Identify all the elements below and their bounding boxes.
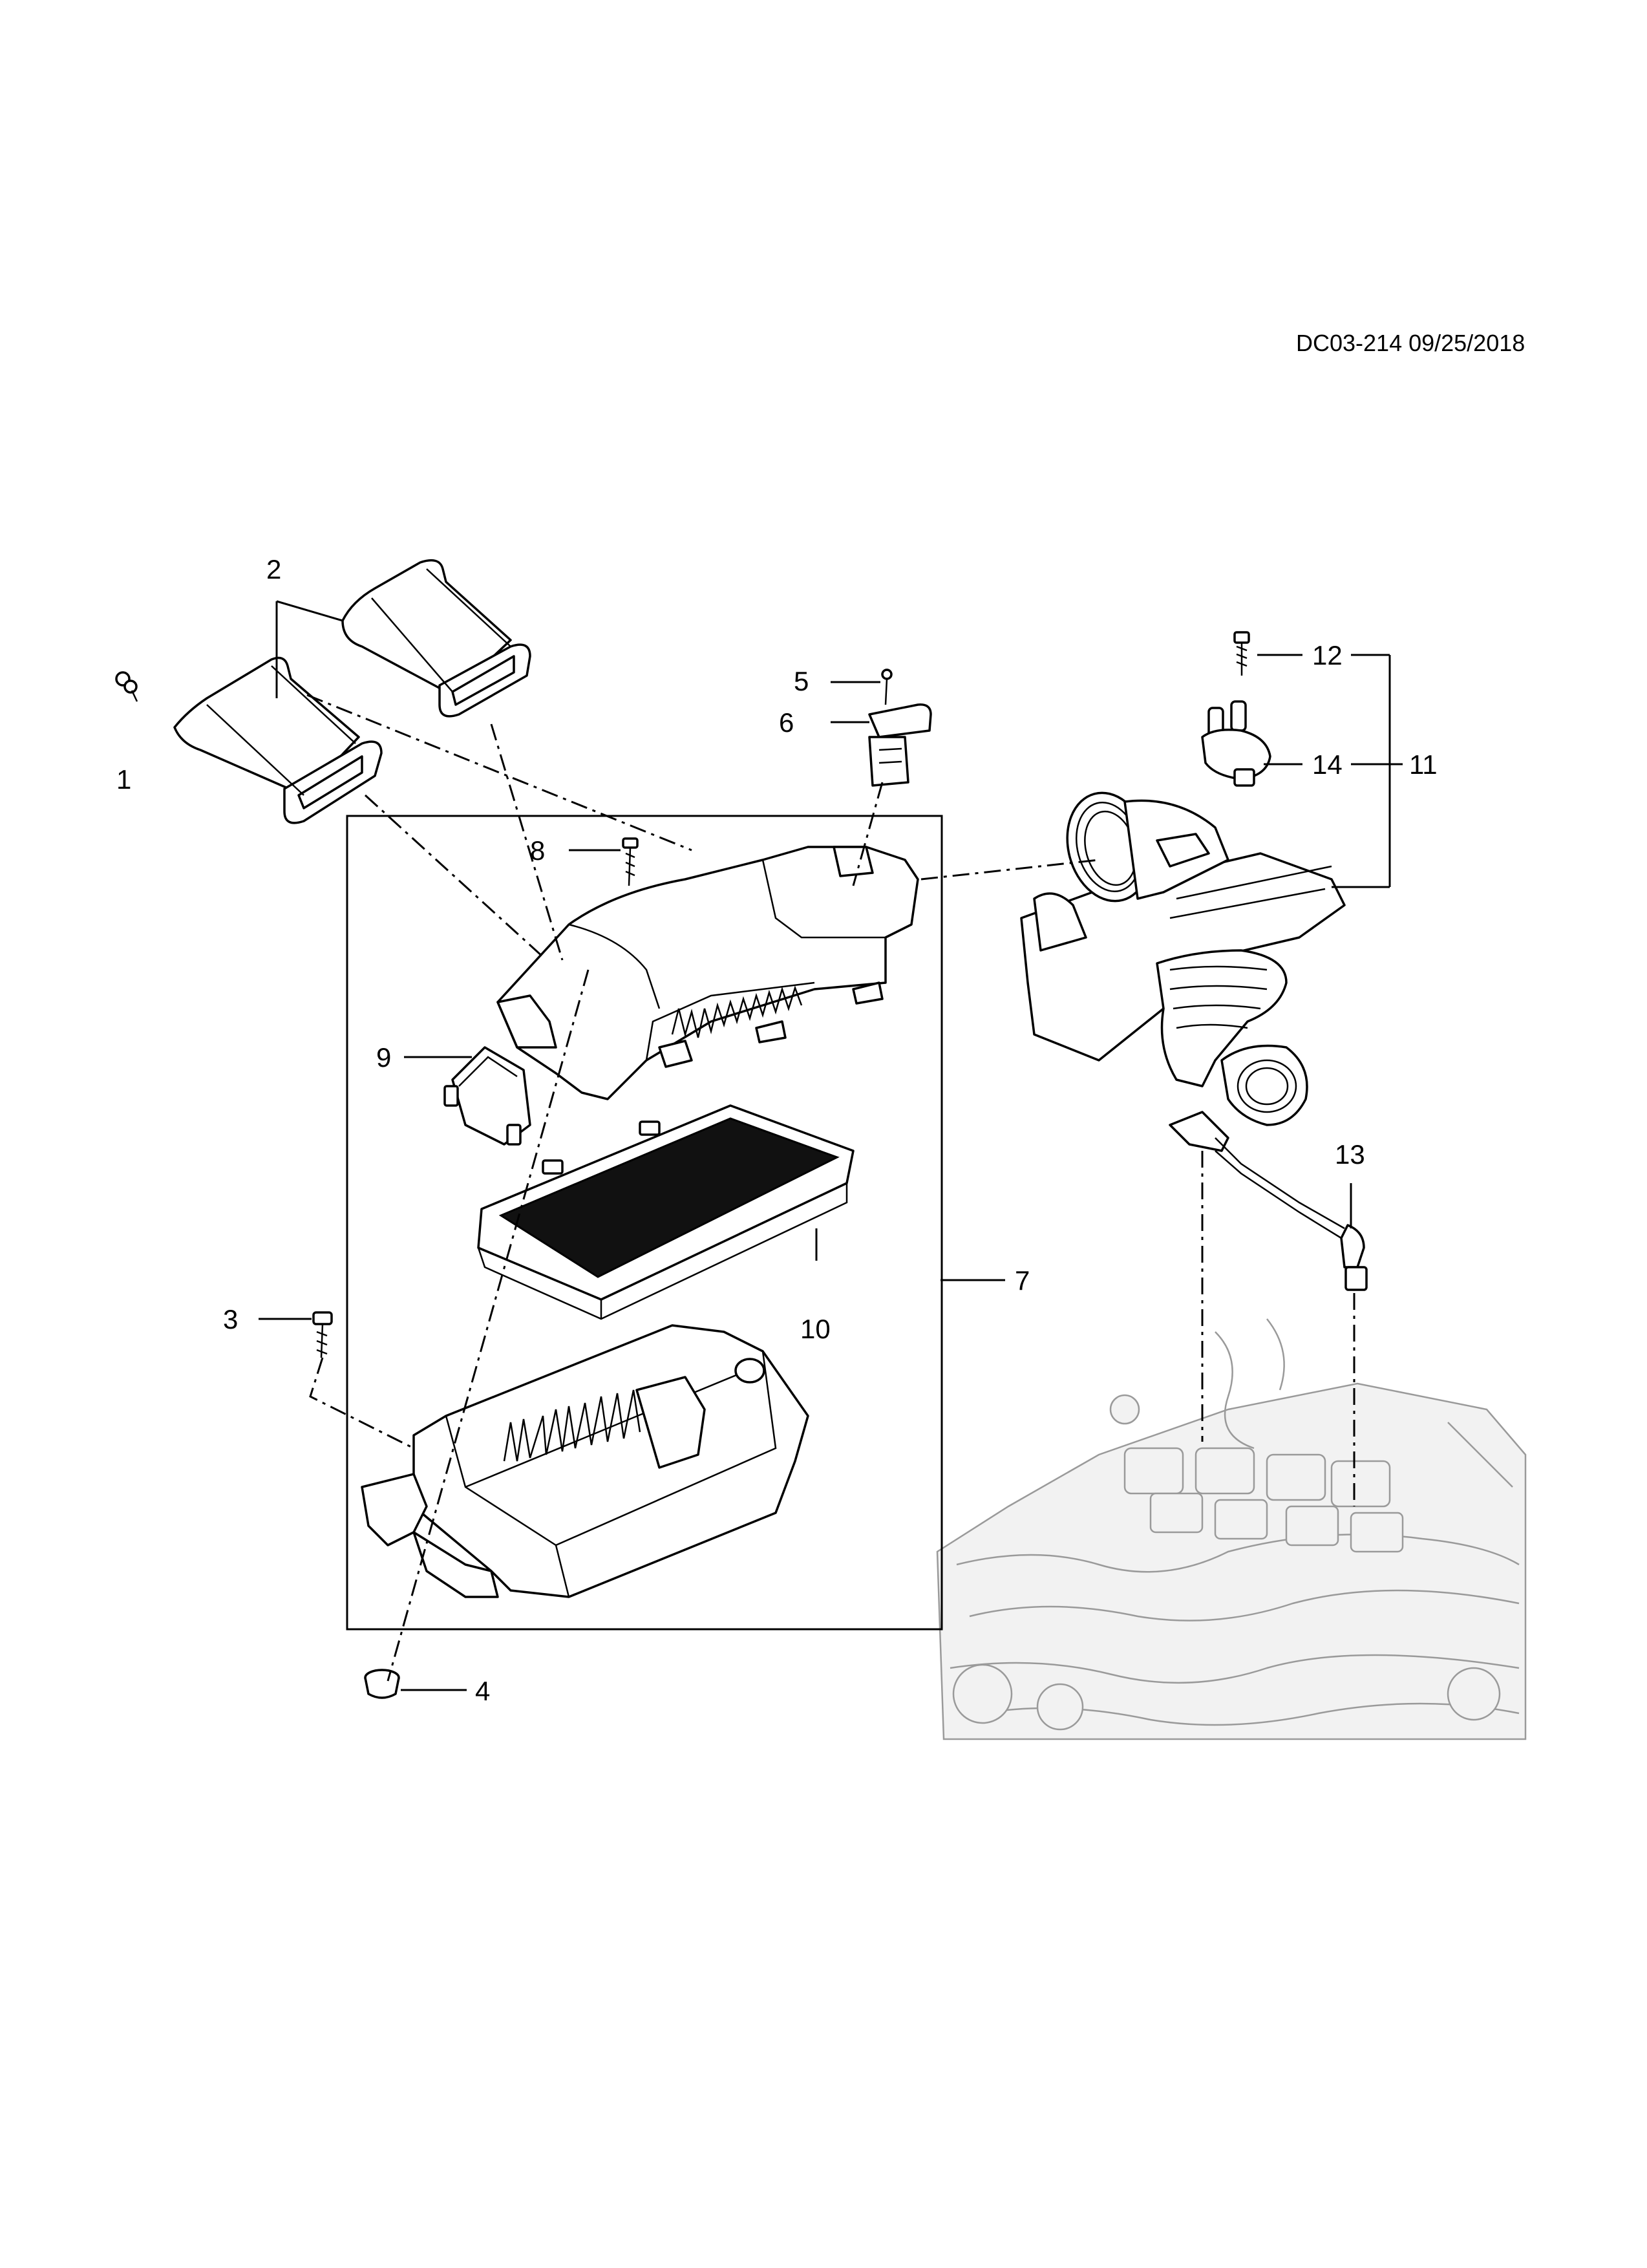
part-1-clip bbox=[115, 671, 138, 702]
part-5-screw bbox=[881, 669, 893, 705]
callout-10: 10 bbox=[800, 1314, 831, 1344]
callout-14: 14 bbox=[1312, 749, 1343, 780]
callout-12: 12 bbox=[1312, 640, 1343, 670]
part-14-valve bbox=[1201, 700, 1271, 787]
leader-lines bbox=[259, 600, 1403, 1691]
callout-13: 13 bbox=[1335, 1139, 1365, 1170]
callout-11: 11 bbox=[1409, 749, 1438, 780]
part-2-inlet-duct-upper bbox=[341, 559, 531, 718]
callout-9: 9 bbox=[376, 1042, 391, 1073]
callout-1: 1 bbox=[116, 764, 131, 795]
part-3-bolt bbox=[312, 1311, 333, 1358]
alignment-lines bbox=[306, 694, 1355, 1682]
part-11-intake-assembly bbox=[1020, 791, 1346, 1126]
part-10-filter-element bbox=[477, 1104, 855, 1320]
part-9-cover bbox=[443, 1046, 531, 1146]
part-13-hose bbox=[1169, 1111, 1368, 1291]
engine-background bbox=[936, 1318, 1527, 1740]
part-2-inlet-duct-lower bbox=[173, 656, 383, 824]
air-cleaner-lower-housing bbox=[361, 1324, 809, 1598]
part-4-grommet bbox=[364, 1669, 400, 1699]
air-cleaner-upper-housing bbox=[496, 846, 919, 1100]
part-8-screw bbox=[622, 837, 639, 886]
callout-8: 8 bbox=[530, 835, 545, 866]
part-6-sensor bbox=[868, 703, 932, 787]
callout-7: 7 bbox=[1015, 1265, 1030, 1296]
part-12-bolt bbox=[1233, 631, 1250, 676]
callout-6: 6 bbox=[779, 707, 794, 738]
part-7-assembly-box bbox=[346, 815, 943, 1631]
document-reference: DC03-214 09/25/2018 bbox=[1296, 330, 1525, 356]
callout-3: 3 bbox=[223, 1304, 238, 1334]
callout-4: 4 bbox=[475, 1676, 490, 1706]
callout-2: 2 bbox=[266, 554, 281, 584]
callout-5: 5 bbox=[794, 666, 809, 696]
